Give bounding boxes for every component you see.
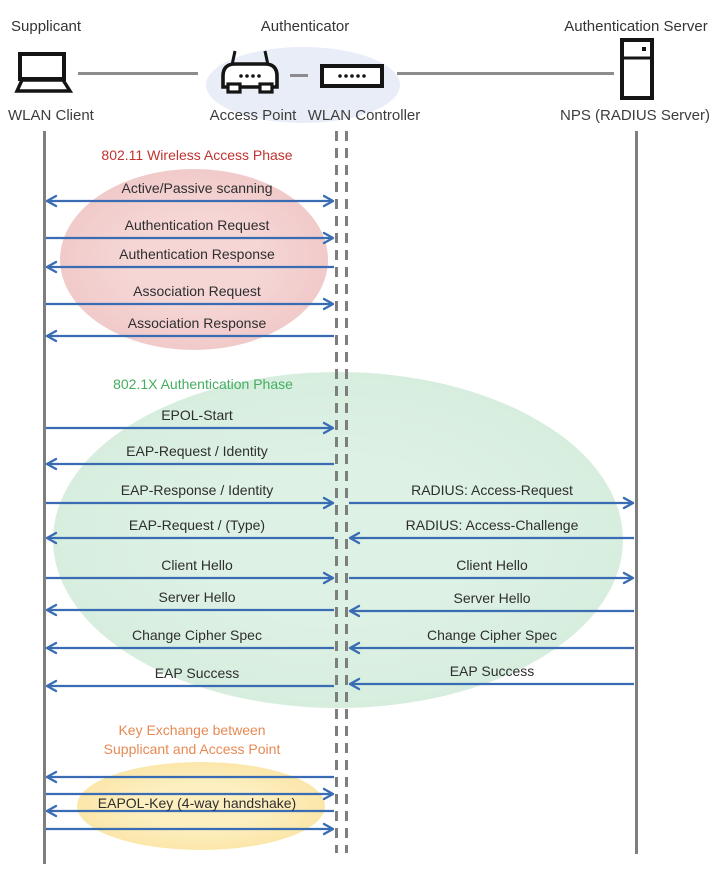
message-label: RADIUS: Access-Challenge bbox=[405, 517, 579, 533]
message-label: EAP Success bbox=[154, 665, 240, 681]
message-arrow-left bbox=[45, 260, 334, 274]
message-label: Server Hello bbox=[158, 589, 236, 605]
wireless-phase-title: 802.11 Wireless Access Phase bbox=[101, 147, 293, 163]
supplicant-lifeline bbox=[43, 131, 46, 864]
message-arrow-left bbox=[348, 604, 634, 618]
message-arrow-both bbox=[45, 194, 335, 208]
wlan-client-label: WLAN Client bbox=[8, 107, 94, 124]
message-label: Active/Passive scanning bbox=[121, 180, 273, 196]
dot1x-phase-title: 802.1X Authentication Phase bbox=[113, 376, 293, 392]
message-arrow-right bbox=[46, 421, 335, 435]
connector-line-controller-server bbox=[397, 72, 614, 75]
message-arrow-left bbox=[45, 531, 334, 545]
key-exchange-title-line2: Supplicant and Access Point bbox=[103, 741, 281, 757]
message-arrow-right bbox=[349, 571, 635, 585]
message-arrow-right bbox=[46, 297, 335, 311]
message-label: EAPOL-Key (4-way handshake) bbox=[97, 795, 297, 811]
message-label: Server Hello bbox=[453, 590, 531, 606]
message-label: Client Hello bbox=[456, 557, 528, 573]
message-arrow-right bbox=[46, 496, 335, 510]
message-arrow-left bbox=[45, 679, 334, 693]
message-label: EAP-Request / Identity bbox=[126, 443, 268, 459]
authenticator-lifeline-left bbox=[335, 131, 338, 853]
message-label: Authentication Response bbox=[119, 246, 275, 262]
message-label: Association Response bbox=[127, 315, 267, 331]
wlan-controller-icon bbox=[320, 64, 384, 88]
supplicant-role-label: Supplicant bbox=[11, 18, 82, 35]
message-arrow-left bbox=[45, 457, 334, 471]
message-arrow-left bbox=[348, 531, 634, 545]
wlan-controller-label: WLAN Controller bbox=[307, 107, 421, 124]
key-exchange-title-line1: Key Exchange between bbox=[118, 722, 266, 738]
message-arrow-right bbox=[349, 496, 635, 510]
server-lifeline bbox=[635, 131, 638, 854]
nps-label: NPS (RADIUS Server) bbox=[559, 107, 711, 124]
message-arrow-left bbox=[45, 329, 334, 343]
message-arrow-left bbox=[45, 770, 334, 784]
message-label: Client Hello bbox=[161, 557, 233, 573]
message-arrow-right bbox=[46, 231, 335, 245]
message-arrow-left bbox=[45, 641, 334, 655]
access-point-icon bbox=[221, 50, 279, 94]
message-label: Association Request bbox=[133, 283, 261, 299]
message-label: Change Cipher Spec bbox=[427, 627, 557, 643]
message-arrow-right bbox=[46, 571, 335, 585]
message-arrow-left bbox=[348, 677, 634, 691]
access-point-label: Access Point bbox=[209, 107, 297, 124]
message-label: Authentication Request bbox=[124, 217, 270, 233]
laptop-icon bbox=[14, 52, 74, 93]
connector-dash-ap-controller bbox=[290, 74, 308, 77]
message-label: EAP Success bbox=[449, 663, 535, 679]
message-label: EAP-Request / (Type) bbox=[128, 517, 266, 533]
message-arrow-right bbox=[46, 822, 335, 836]
message-arrow-left bbox=[348, 641, 634, 655]
message-arrow-left bbox=[45, 603, 334, 617]
connector-line-client-ap bbox=[78, 72, 198, 75]
message-label: Change Cipher Spec bbox=[132, 627, 262, 643]
authenticator-lifeline-right bbox=[345, 131, 348, 853]
message-arrow-left bbox=[45, 804, 334, 818]
message-label: RADIUS: Access-Request bbox=[411, 482, 573, 498]
auth-server-role-label: Authentication Server bbox=[564, 18, 708, 35]
message-label: EPOL-Start bbox=[161, 407, 233, 423]
server-icon bbox=[620, 38, 654, 100]
message-arrow-right bbox=[46, 787, 335, 801]
authenticator-role-label: Authenticator bbox=[260, 18, 350, 35]
message-label: EAP-Response / Identity bbox=[120, 482, 274, 498]
wireless-phase-ellipse bbox=[60, 169, 328, 350]
